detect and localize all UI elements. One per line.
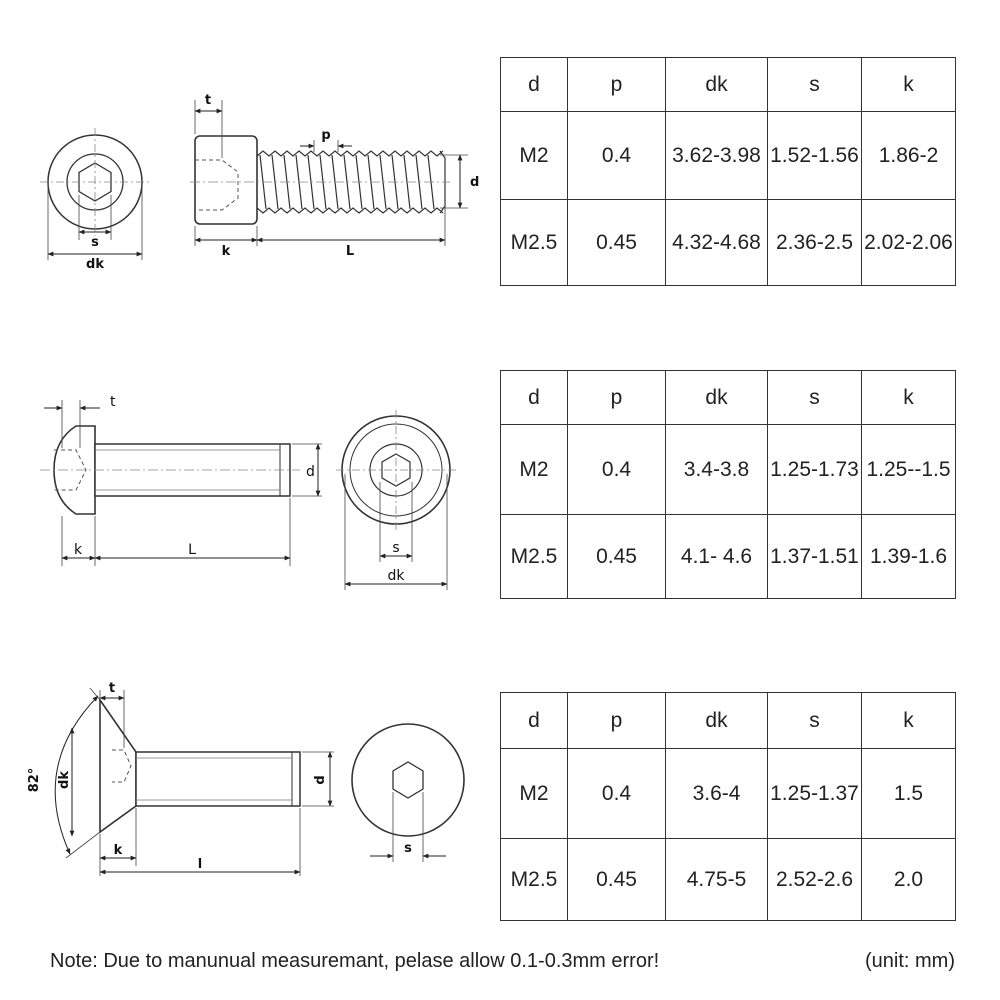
dim-label-k: k xyxy=(74,542,83,558)
dim-label-t: t xyxy=(205,93,211,108)
table-row: M2 0.4 3.4-3.8 1.25-1.73 1.25--1.5 xyxy=(500,424,956,515)
table-cell: 3.4-3.8 xyxy=(665,424,768,515)
table-row: M2 0.4 3.6-4 1.25-1.37 1.5 xyxy=(500,748,956,839)
table-cell: 0.4 xyxy=(567,111,666,200)
dim-label-k: k xyxy=(114,843,123,858)
dim-label-t: t xyxy=(109,681,115,696)
dim-label-L: L xyxy=(346,244,354,259)
dim-label-p: p xyxy=(321,128,330,143)
dim-label-d: d xyxy=(306,464,315,480)
header-cell: k xyxy=(861,692,956,749)
header-cell: k xyxy=(861,57,956,112)
header-cell: p xyxy=(567,370,666,425)
button-head-spec-table: d p dk s k M2 0.4 3.4-3.8 1.25-1.73 1.25… xyxy=(500,370,956,599)
table-cell: M2 xyxy=(500,111,568,200)
table-cell: 0.45 xyxy=(567,838,666,921)
header-cell: dk xyxy=(665,692,768,749)
socket-cap-spec-table: d p dk s k M2 0.4 3.62-3.98 1.52-1.56 1.… xyxy=(500,57,956,286)
table-cell: 0.4 xyxy=(567,424,666,515)
dim-label-k: k xyxy=(222,244,231,259)
header-cell: p xyxy=(567,57,666,112)
table-row: M2.5 0.45 4.75-5 2.52-2.6 2.0 xyxy=(500,838,956,921)
table-cell: M2.5 xyxy=(500,514,568,599)
table-row: M2 0.4 3.62-3.98 1.52-1.56 1.86-2 xyxy=(500,111,956,200)
socket-cap-end-view: s dk t p d k L xyxy=(40,93,479,272)
header-cell: d xyxy=(500,370,568,425)
table-cell: 3.62-3.98 xyxy=(665,111,768,200)
dim-label-t: t xyxy=(110,394,116,410)
table-cell: M2 xyxy=(500,424,568,515)
flat-head-spec-table: d p dk s k M2 0.4 3.6-4 1.25-1.37 1.5 M2… xyxy=(500,692,956,921)
table-cell: 1.5 xyxy=(861,748,956,839)
dim-label-d: d xyxy=(313,775,328,784)
table-cell: 0.45 xyxy=(567,199,666,286)
table-cell: M2.5 xyxy=(500,199,568,286)
header-cell: d xyxy=(500,57,568,112)
table-cell: 0.45 xyxy=(567,514,666,599)
table-header-row: d p dk s k xyxy=(500,692,956,749)
table-cell: 2.52-2.6 xyxy=(767,838,862,921)
button-head-diagram: t d k L s dk xyxy=(40,394,456,590)
measurement-note: Note: Due to manunual measuremant, pelas… xyxy=(50,950,660,972)
table-cell: 1.39-1.6 xyxy=(861,514,956,599)
dim-label-l: l xyxy=(198,857,202,872)
header-cell: k xyxy=(861,370,956,425)
table-cell: 2.0 xyxy=(861,838,956,921)
table-cell: 0.4 xyxy=(567,748,666,839)
dim-label-L: L xyxy=(188,542,196,558)
table-cell: 2.02-2.06 xyxy=(861,199,956,286)
header-cell: d xyxy=(500,692,568,749)
table-cell: M2.5 xyxy=(500,838,568,921)
dim-label-angle: 82° xyxy=(27,768,42,793)
header-cell: dk xyxy=(665,57,768,112)
table-cell: 1.37-1.51 xyxy=(767,514,862,599)
header-cell: dk xyxy=(665,370,768,425)
table-cell: 1.25--1.5 xyxy=(861,424,956,515)
header-cell: s xyxy=(767,692,862,749)
table-cell: 4.32-4.68 xyxy=(665,199,768,286)
header-cell: p xyxy=(567,692,666,749)
table-cell: 1.25-1.37 xyxy=(767,748,862,839)
dim-label-s: s xyxy=(392,540,399,556)
table-cell: 1.52-1.56 xyxy=(767,111,862,200)
dim-label-dk: dk xyxy=(388,568,406,584)
table-cell: 1.86-2 xyxy=(861,111,956,200)
header-cell: s xyxy=(767,57,862,112)
table-cell: M2 xyxy=(500,748,568,839)
table-row: M2.5 0.45 4.1- 4.6 1.37-1.51 1.39-1.6 xyxy=(500,514,956,599)
dim-label-s: s xyxy=(91,235,99,250)
table-cell: 4.75-5 xyxy=(665,838,768,921)
table-header-row: d p dk s k xyxy=(500,370,956,425)
unit-label: (unit: mm) xyxy=(865,950,955,972)
dim-label-d: d xyxy=(470,175,479,190)
table-row: M2.5 0.45 4.32-4.68 2.36-2.5 2.02-2.06 xyxy=(500,199,956,286)
table-cell: 2.36-2.5 xyxy=(767,199,862,286)
dim-label-s: s xyxy=(404,841,412,856)
table-cell: 4.1- 4.6 xyxy=(665,514,768,599)
header-cell: s xyxy=(767,370,862,425)
table-header-row: d p dk s k xyxy=(500,57,956,112)
table-cell: 1.25-1.73 xyxy=(767,424,862,515)
flat-head-diagram: 82° dk t d k l s xyxy=(27,681,465,876)
dim-label-dk: dk xyxy=(86,257,104,272)
dim-label-dk: dk xyxy=(57,771,72,789)
table-cell: 3.6-4 xyxy=(665,748,768,839)
